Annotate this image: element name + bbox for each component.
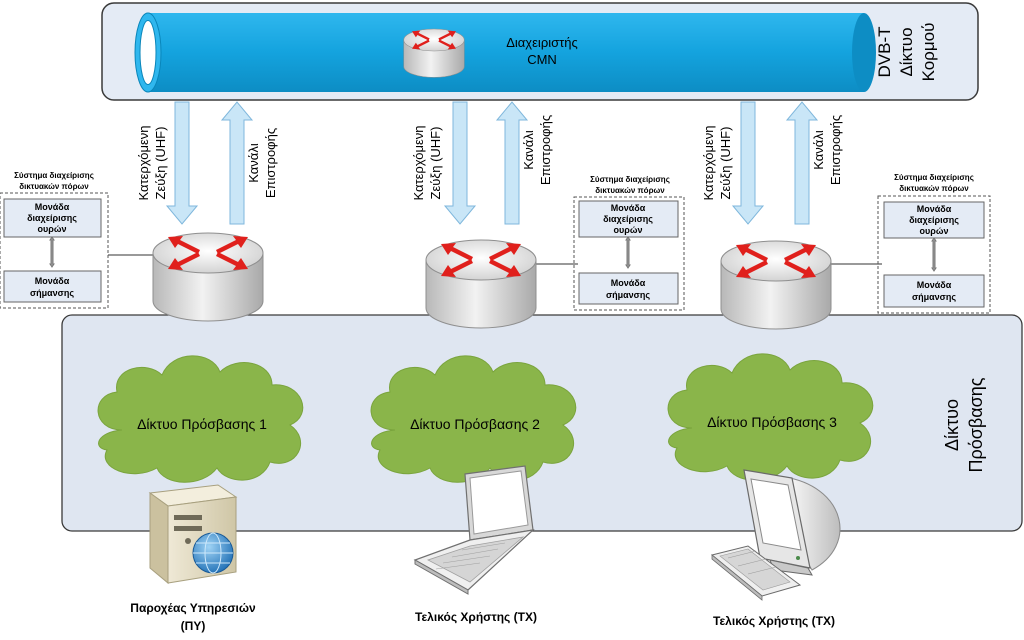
- svg-text:δικτυακών πόρων: δικτυακών πόρων: [19, 182, 89, 191]
- svg-text:διαχείρισης: διαχείρισης: [909, 215, 959, 225]
- svg-text:Κανάλι: Κανάλι: [811, 130, 826, 170]
- return-label: Κανάλι Επιστροφής: [246, 128, 278, 198]
- cmn-manager-sublabel: CMN: [527, 52, 557, 67]
- svg-text:Ζεύξη (UHF): Ζεύξη (UHF): [153, 127, 168, 200]
- downlink-arrow: [166, 101, 198, 225]
- svg-text:Επιστροφής: Επιστροφής: [828, 115, 843, 185]
- svg-text:Κατερχόμενη: Κατερχόμενη: [701, 125, 716, 200]
- end-user-label: Τελικός Χρήστης (ΤΧ): [713, 614, 835, 628]
- downlink-arrow: [732, 101, 764, 225]
- svg-text:δικτυακών πόρων: δικτυακών πόρων: [899, 184, 969, 193]
- downlink-arrow: [444, 101, 476, 225]
- access-network-cloud-label: Δίκτυο Πρόσβασης 1: [137, 416, 267, 432]
- access-network-label: Δίκτυο Πρόσβασης: [942, 377, 986, 472]
- svg-text:ουρών: ουρών: [920, 226, 949, 236]
- svg-text:Επιστροφής: Επιστροφής: [263, 128, 278, 198]
- svg-text:Σύστημα διαχείρισης: Σύστημα διαχείρισης: [14, 171, 94, 180]
- edge-router-1: [152, 232, 264, 322]
- svg-text:Ζεύξη (UHF): Ζεύξη (UHF): [718, 127, 733, 200]
- cmn-manager-label: Διαχειριστής: [506, 35, 578, 50]
- svg-text:Ζεύξη (UHF): Ζεύξη (UHF): [428, 127, 443, 200]
- queue-management-unit: [578, 200, 679, 238]
- core-pipe: [134, 12, 876, 93]
- svg-text:διαχείρισης: διαχείρισης: [603, 214, 653, 224]
- desktop-computer-icon: [710, 469, 841, 601]
- svg-text:δικτυακών πόρων: δικτυακών πόρων: [595, 186, 665, 195]
- access-network-cloud-label: Δίκτυο Πρόσβασης 2: [410, 416, 540, 432]
- svg-text:Επιστροφής: Επιστροφής: [538, 115, 553, 185]
- queue-management-unit: [883, 201, 985, 239]
- svg-text:Κατερχόμενη: Κατερχόμενη: [136, 125, 151, 200]
- return-label: Κανάλι Επιστροφής: [521, 115, 553, 185]
- svg-text:Κανάλι: Κανάλι: [246, 143, 261, 183]
- svg-text:Σύστημα διαχείρισης: Σύστημα διαχείρισης: [590, 175, 670, 184]
- end-user-label: Τελικός Χρήστης (ΤΧ): [415, 610, 537, 624]
- return-label: Κανάλι Επιστροφής: [811, 115, 843, 185]
- downlink-label: Κατερχόμενη Ζεύξη (UHF): [136, 125, 168, 200]
- cmn-manager-router: [403, 28, 465, 78]
- core-network-panel: Διαχειριστής CMN DVB-T Δίκτυο Κορμού: [101, 2, 979, 101]
- svg-text:Κανάλι: Κανάλι: [521, 130, 536, 170]
- edge-router-2: [425, 239, 537, 329]
- service-provider-label: Παροχέας Υπηρεσιών: [130, 601, 256, 615]
- svg-text:Μονάδα: Μονάδα: [611, 278, 646, 288]
- svg-text:Σύστημα διαχείρισης: Σύστημα διαχείρισης: [894, 173, 974, 182]
- svg-text:DVB-T: DVB-T: [875, 27, 894, 78]
- svg-text:σήμανσης: σήμανσης: [30, 288, 74, 298]
- svg-text:σήμανσης: σήμανσης: [912, 292, 956, 302]
- svg-text:Δίκτυο: Δίκτυο: [897, 27, 916, 76]
- signaling-unit: [3, 270, 102, 303]
- svg-text:διαχείρισης: διαχείρισης: [27, 213, 77, 223]
- edge-router-3: [720, 240, 832, 330]
- svg-text:Μονάδα: Μονάδα: [917, 204, 952, 214]
- signaling-unit: [883, 274, 985, 308]
- svg-text:Μονάδα: Μονάδα: [917, 280, 952, 290]
- svg-text:Μονάδα: Μονάδα: [35, 202, 70, 212]
- svg-text:Κατερχόμενη: Κατερχόμενη: [411, 125, 426, 200]
- svg-text:Πρόσβασης: Πρόσβασης: [966, 377, 986, 472]
- svg-text:Μονάδα: Μονάδα: [35, 276, 70, 286]
- core-network-label: DVB-T Δίκτυο Κορμού: [875, 23, 938, 82]
- svg-text:ουρών: ουρών: [38, 224, 67, 234]
- access-network-cloud-label: Δίκτυο Πρόσβασης 3: [707, 414, 837, 430]
- server-icon: [148, 484, 238, 585]
- resource-management-system-1: Σύστημα διαχείρισης δικτυακών πόρων Μονά…: [0, 171, 109, 309]
- laptop-icon: [413, 465, 535, 595]
- svg-text:ουρών: ουρών: [614, 225, 643, 235]
- downlink-label: Κατερχόμενη Ζεύξη (UHF): [701, 125, 733, 200]
- svg-text:Δίκτυο: Δίκτυο: [942, 399, 962, 451]
- resource-management-system-2: Σύστημα διαχείρισης δικτυακών πόρων Μονά…: [573, 175, 685, 311]
- service-provider-sublabel: (ΠΥ): [181, 619, 206, 633]
- resource-management-system-3: Σύστημα διαχείρισης δικτυακών πόρων Μονά…: [877, 173, 991, 314]
- signaling-unit: [578, 272, 679, 305]
- svg-text:σήμανσης: σήμανσης: [606, 290, 650, 300]
- svg-text:Κορμού: Κορμού: [919, 23, 938, 82]
- svg-text:Μονάδα: Μονάδα: [611, 203, 646, 213]
- downlink-label: Κατερχόμενη Ζεύξη (UHF): [411, 125, 443, 200]
